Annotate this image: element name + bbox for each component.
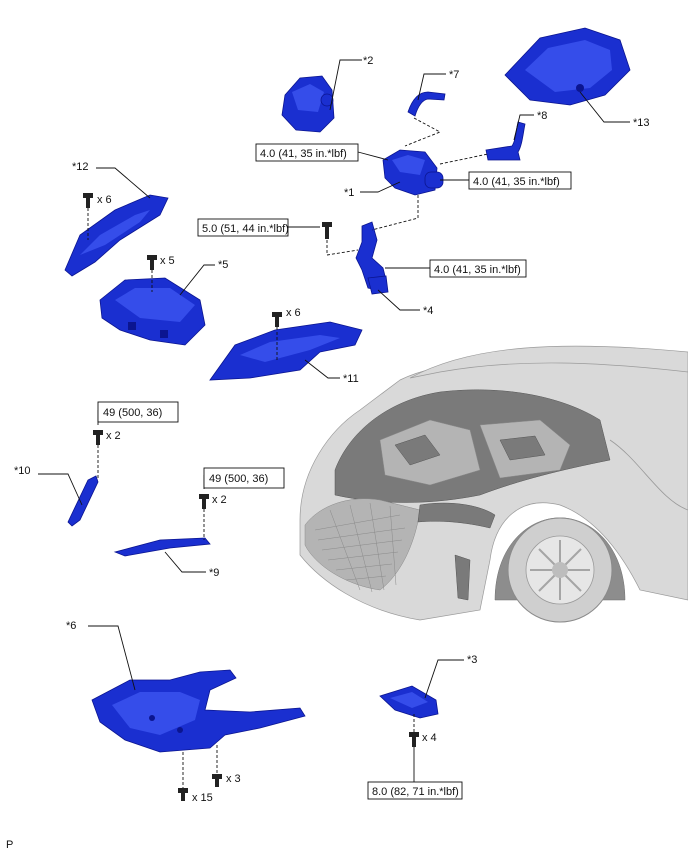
torque-49-b-text: 49 (500, 36) (209, 473, 268, 485)
part-11-cover (209, 321, 363, 381)
torque-82: 8.0 (82, 71 in.*lbf) (367, 781, 463, 800)
callout-4: *4 (423, 305, 433, 317)
bolt-12 (83, 193, 93, 208)
callout-5: *5 (218, 259, 228, 271)
torque-air-right-text: 4.0 (41, 35 in.*lbf) (473, 176, 560, 188)
part-7-hose (407, 91, 446, 117)
torque-49-b: 49 (500, 36) (203, 467, 285, 489)
bolt-5 (147, 255, 157, 270)
part-8-hose (485, 121, 526, 161)
callout-13: *13 (633, 117, 650, 129)
part-2-air-cleaner (281, 75, 335, 133)
part-3-plate (379, 685, 439, 719)
callout-10: *10 (14, 465, 31, 477)
torque-air-left: 4.0 (41, 35 in.*lbf) (255, 143, 359, 162)
leader-lines (38, 59, 630, 788)
bolt-3 (409, 732, 419, 747)
part-12-side-cover (64, 194, 169, 277)
corner-mark: P (6, 839, 13, 851)
torque-49-a-text: 49 (500, 36) (103, 407, 162, 419)
bolt-6b (178, 788, 188, 801)
bolt-9 (199, 494, 209, 509)
part-4-intake-pipe (355, 221, 389, 295)
torque-air-left-text: 4.0 (41, 35 in.*lbf) (260, 148, 347, 160)
bolt-10 (93, 430, 103, 445)
torque-49-a: 49 (500, 36) (97, 401, 179, 423)
part-5-cover (99, 277, 206, 346)
torque-pipe-text: 4.0 (41, 35 in.*lbf) (434, 264, 521, 276)
qty-11: x 6 (286, 307, 301, 319)
part-10-brace (67, 475, 99, 527)
callout-12: *12 (72, 161, 89, 173)
bolt-6a (212, 774, 222, 787)
qty-9: x 2 (212, 494, 227, 506)
callout-1: *1 (344, 187, 354, 199)
qty-6b: x 15 (192, 792, 213, 804)
bolt-51 (322, 222, 332, 239)
callout-3: *3 (467, 654, 477, 666)
qty-6a: x 3 (226, 773, 241, 785)
callout-9: *9 (209, 567, 219, 579)
torque-air-right: 4.0 (41, 35 in.*lbf) (468, 171, 572, 190)
vehicle-illustration (299, 345, 688, 623)
torque-82-text: 8.0 (82, 71 in.*lbf) (372, 786, 459, 798)
part-6-under-cover (91, 669, 306, 753)
part-13-engine-cover (504, 27, 631, 106)
callout-7: *7 (449, 69, 459, 81)
torque-pipe: 4.0 (41, 35 in.*lbf) (429, 259, 527, 278)
qty-10: x 2 (106, 430, 121, 442)
qty-3: x 4 (422, 732, 437, 744)
callout-11: *11 (343, 373, 359, 385)
callout-6: *6 (66, 620, 76, 632)
callout-8: *8 (537, 110, 547, 122)
part-1-air-cleaner-case (382, 149, 444, 196)
bolt-11 (272, 312, 282, 327)
torque-bolt-51-text: 5.0 (51, 44 in.*lbf) (202, 223, 289, 235)
torque-bolt-51: 5.0 (51, 44 in.*lbf) (197, 218, 289, 237)
qty-5: x 5 (160, 255, 175, 267)
qty-12: x 6 (97, 194, 112, 206)
callout-2: *2 (363, 55, 373, 67)
part-9-brace (113, 537, 211, 557)
